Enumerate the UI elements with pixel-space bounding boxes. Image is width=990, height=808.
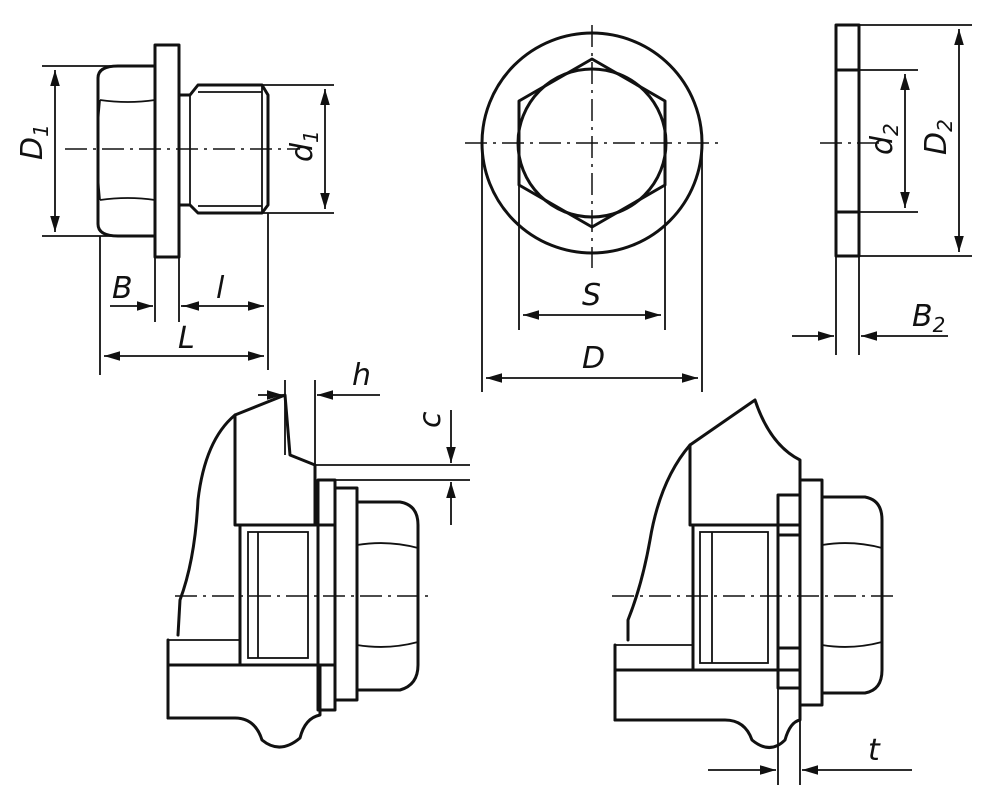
dimension-B: B xyxy=(99,236,190,375)
label-t: t xyxy=(868,733,881,768)
housing-bottom xyxy=(613,668,802,749)
flange xyxy=(333,486,359,702)
dimension-L: L xyxy=(104,321,264,361)
housing-top xyxy=(233,393,317,527)
hex-head xyxy=(355,500,420,692)
installation-section-left: h c xyxy=(166,358,470,749)
washer xyxy=(776,493,802,537)
dimension-t: t xyxy=(708,688,912,785)
dimension-D: D xyxy=(481,143,703,392)
dimension-l: l xyxy=(183,213,269,370)
bore xyxy=(238,523,320,667)
dimension-D1: D1 xyxy=(15,65,118,237)
dimension-d2: d2 xyxy=(859,69,918,213)
dimension-h: h xyxy=(258,358,380,465)
label-B2: B2 xyxy=(912,299,945,337)
flange xyxy=(798,478,824,707)
plug-end-view: S D xyxy=(465,25,718,392)
label-d1: d1 xyxy=(285,130,323,162)
label-h: h xyxy=(352,358,371,393)
installation-section-right: t xyxy=(612,398,912,785)
housing-bottom xyxy=(166,663,322,749)
label-D2: D2 xyxy=(919,119,957,155)
dimension-S: S xyxy=(518,185,666,330)
label-B: B xyxy=(112,271,133,306)
hex-head xyxy=(820,495,884,695)
plug-side-view: D1 d1 B l L xyxy=(15,43,334,375)
dimension-D2: D2 xyxy=(859,24,972,257)
washer xyxy=(316,478,337,527)
housing-top xyxy=(688,398,802,527)
flange xyxy=(153,43,181,259)
label-l: l xyxy=(216,271,225,306)
label-d2: d2 xyxy=(865,123,903,155)
label-L: L xyxy=(178,321,195,356)
dimension-d1: d1 xyxy=(262,84,334,214)
label-D: D xyxy=(582,341,605,376)
label-S: S xyxy=(582,278,601,313)
label-D1: D1 xyxy=(15,124,53,160)
washer-section-view: d2 D2 B2 xyxy=(792,23,972,355)
bore xyxy=(691,523,780,672)
hex-head xyxy=(96,64,157,238)
dimension-c: c xyxy=(315,410,470,525)
label-c: c xyxy=(413,411,448,428)
dimension-B2: B2 xyxy=(792,256,948,355)
